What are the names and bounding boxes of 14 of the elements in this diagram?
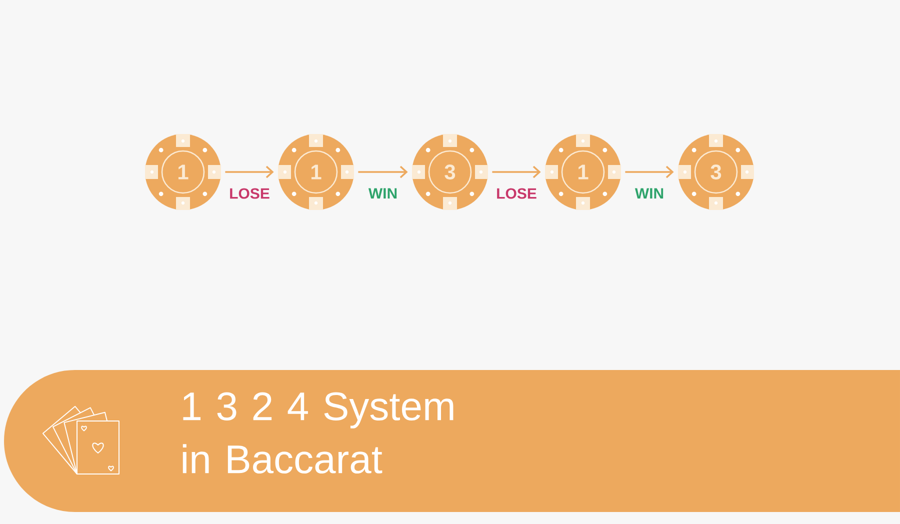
poker-chip: 3	[678, 134, 754, 210]
arrow	[358, 166, 408, 178]
arrow	[225, 166, 274, 178]
poker-chip: 1	[545, 134, 621, 210]
poker-chip: 1	[145, 134, 221, 210]
poker-chip: 3	[412, 134, 488, 210]
arrow	[625, 166, 674, 178]
title-banner: 1 3 2 4 System in Baccarat	[4, 370, 900, 512]
arrow	[492, 166, 541, 178]
edge-label: LOSE	[230, 188, 270, 199]
edge-label: WIN	[634, 188, 664, 199]
edge-label: WIN	[368, 188, 397, 199]
edge-label: LOSE	[497, 188, 536, 199]
poker-chip: 1	[278, 134, 354, 210]
